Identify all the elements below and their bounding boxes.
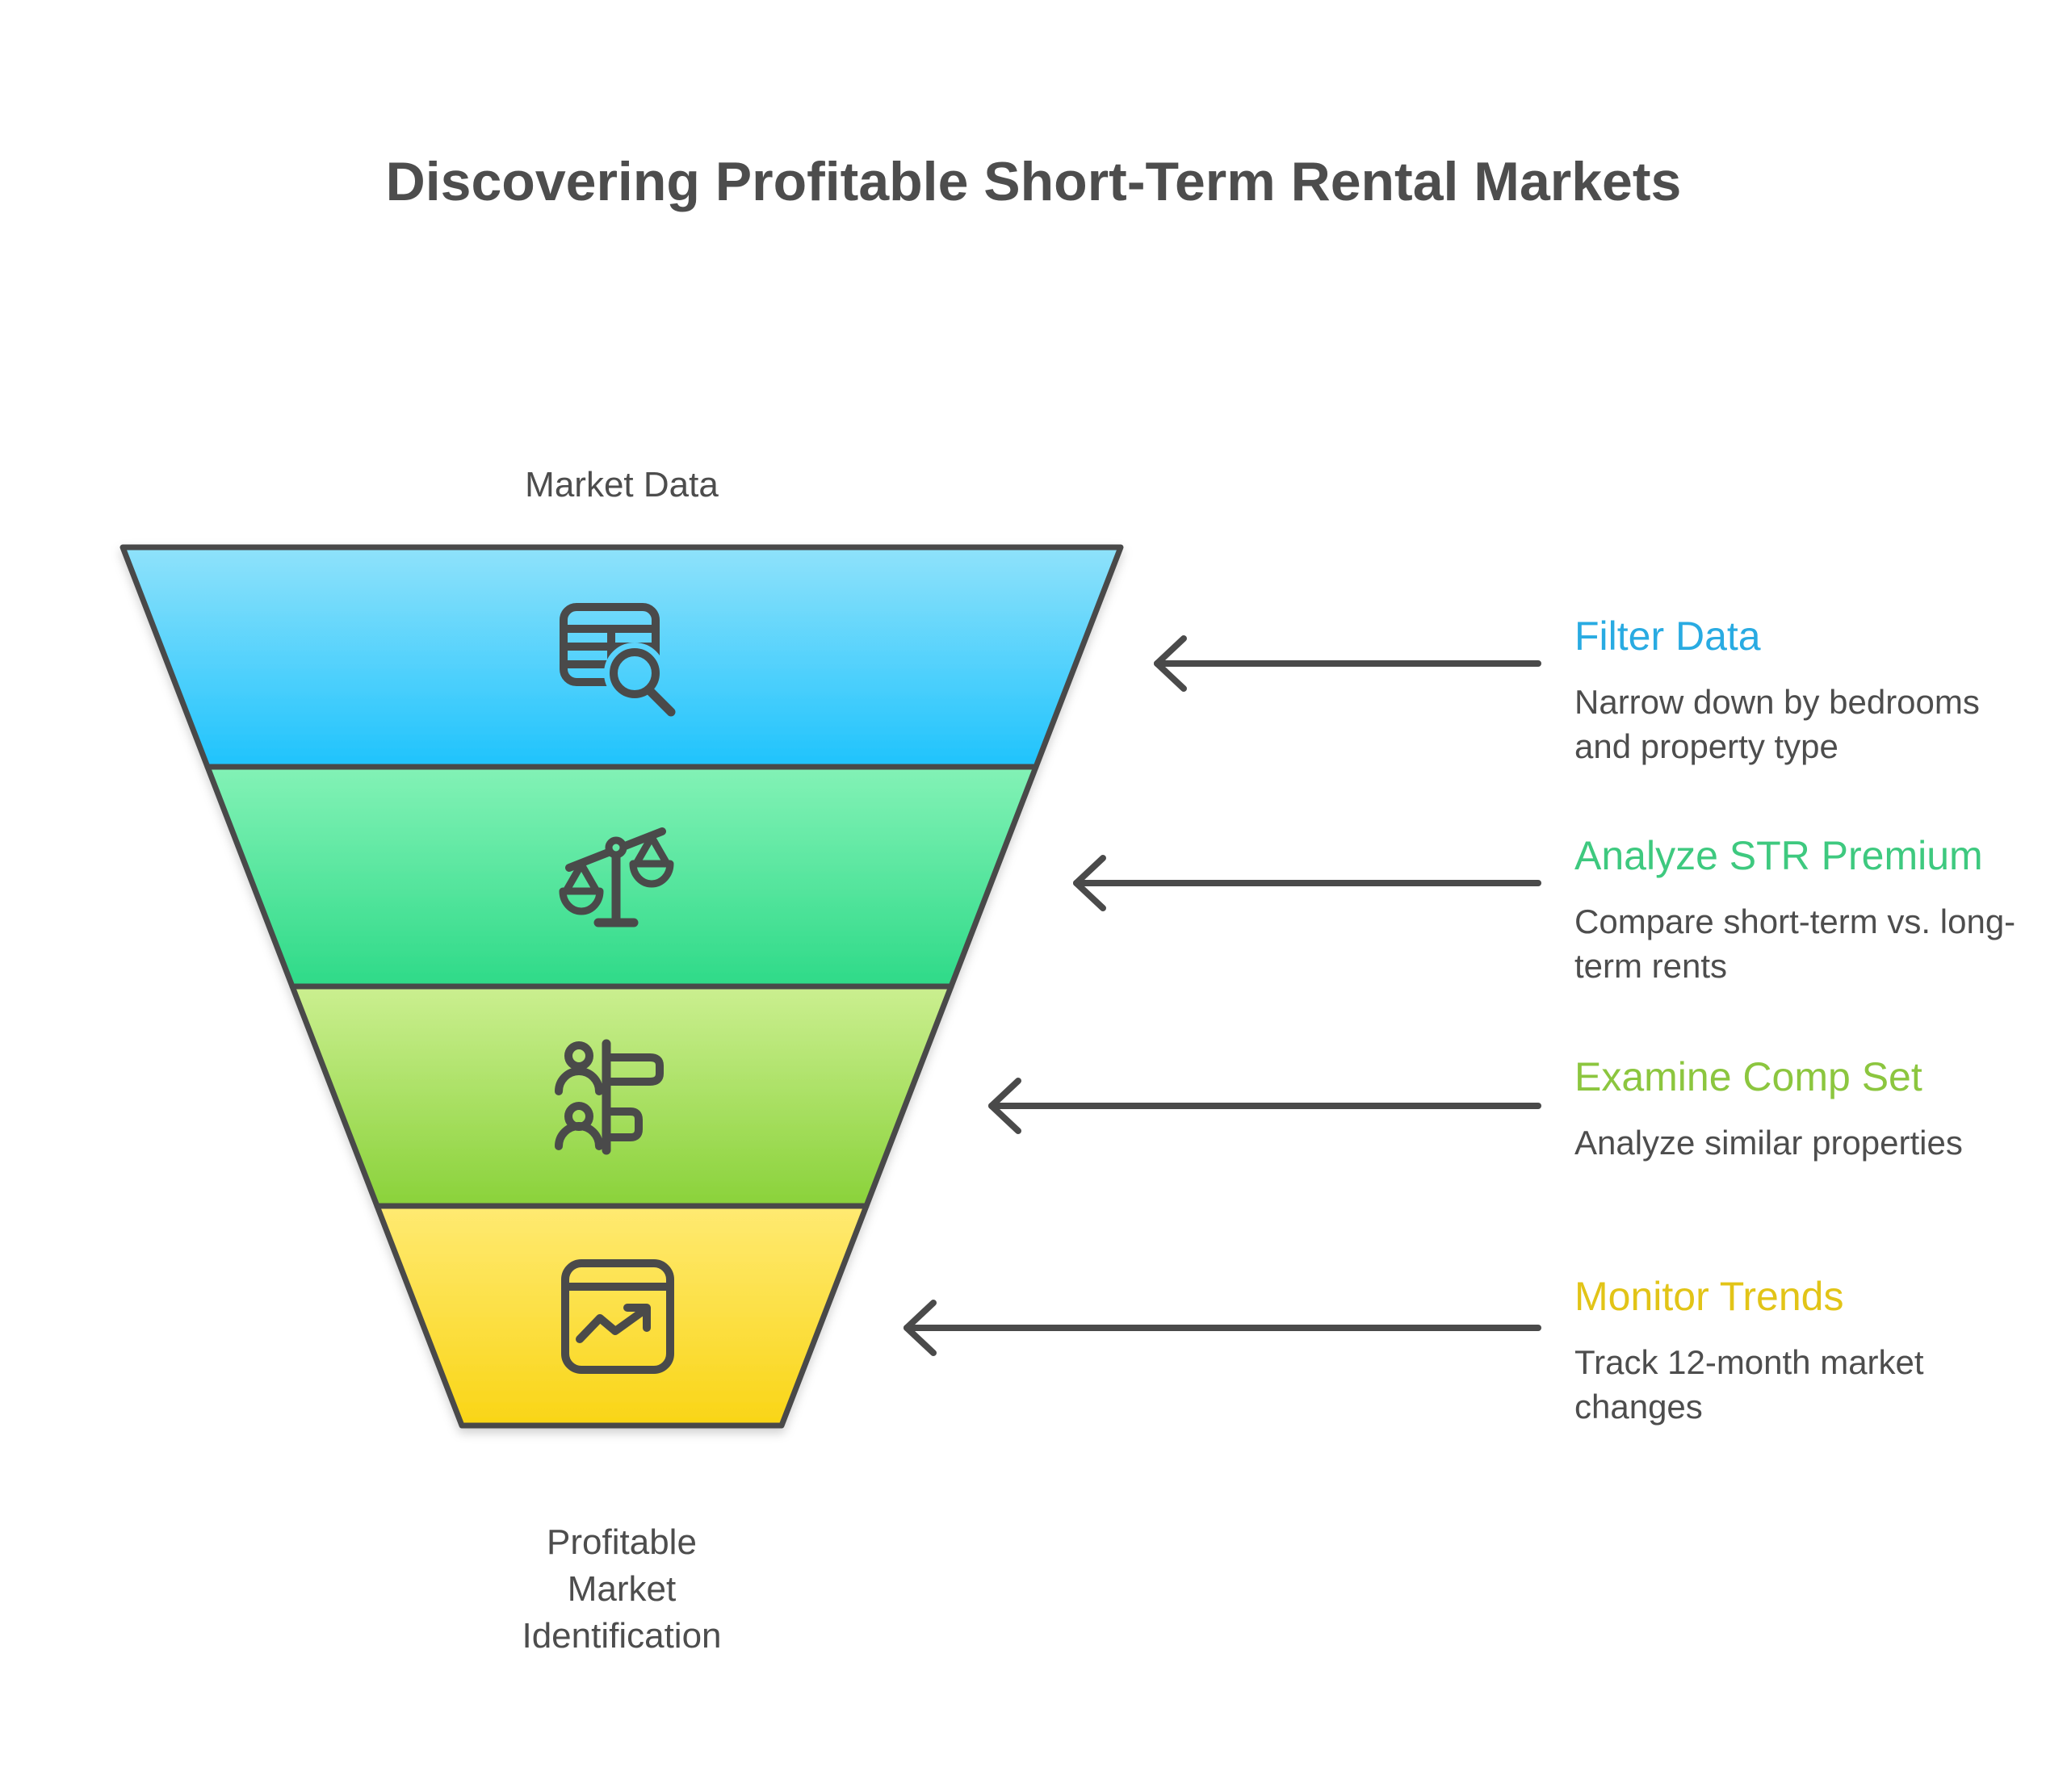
- people-bars-icon: [555, 1039, 664, 1155]
- funnel-top-label: Market Data: [525, 465, 719, 505]
- stage-arrow-filter-data: [1154, 635, 1541, 692]
- stage-arrow-examine-comp-set: [988, 1078, 1541, 1134]
- stage-description: Track 12-month market changes: [1574, 1343, 1924, 1426]
- stage-heading: Filter Data: [1574, 613, 1761, 659]
- table-search-icon: [560, 603, 676, 717]
- stage-text-analyze-str-premium: Analyze STR Premium Compare short-term v…: [1574, 833, 2043, 988]
- stage-description: Compare short-term vs. long-term rents: [1574, 902, 2016, 985]
- trend-window-icon: [561, 1259, 674, 1374]
- stage-heading: Examine Comp Set: [1574, 1054, 1922, 1099]
- funnel-bottom-label: Profitable Market Identification: [460, 1519, 783, 1660]
- bottom-label-line: Profitable: [547, 1522, 697, 1562]
- stage-text-monitor-trends: Monitor Trends Track 12-month market cha…: [1574, 1274, 2043, 1429]
- stage-text-filter-data: Filter Data Narrow down by bedrooms and …: [1574, 613, 2043, 768]
- balance-scale-icon: [559, 827, 674, 927]
- stage-arrow-analyze-str-premium: [1073, 855, 1541, 911]
- stage-arrow-monitor-trends: [904, 1300, 1541, 1356]
- funnel-stage-analyze-str-premium: [204, 764, 1039, 990]
- stage-heading: Monitor Trends: [1574, 1274, 1844, 1319]
- page-title: Discovering Profitable Short-Term Rental…: [385, 151, 1682, 212]
- stage-text-examine-comp-set: Examine Comp Set Analyze similar propert…: [1574, 1054, 2043, 1165]
- funnel-stage-monitor-trends: [374, 1203, 870, 1429]
- stage-description: Analyze similar properties: [1574, 1124, 1963, 1162]
- funnel-stage-examine-comp-set: [289, 983, 954, 1209]
- bottom-label-line: Identification: [522, 1616, 722, 1656]
- bottom-label-line: Market: [567, 1569, 677, 1609]
- stage-description: Narrow down by bedrooms and property typ…: [1574, 683, 1980, 765]
- stage-heading: Analyze STR Premium: [1574, 833, 1983, 878]
